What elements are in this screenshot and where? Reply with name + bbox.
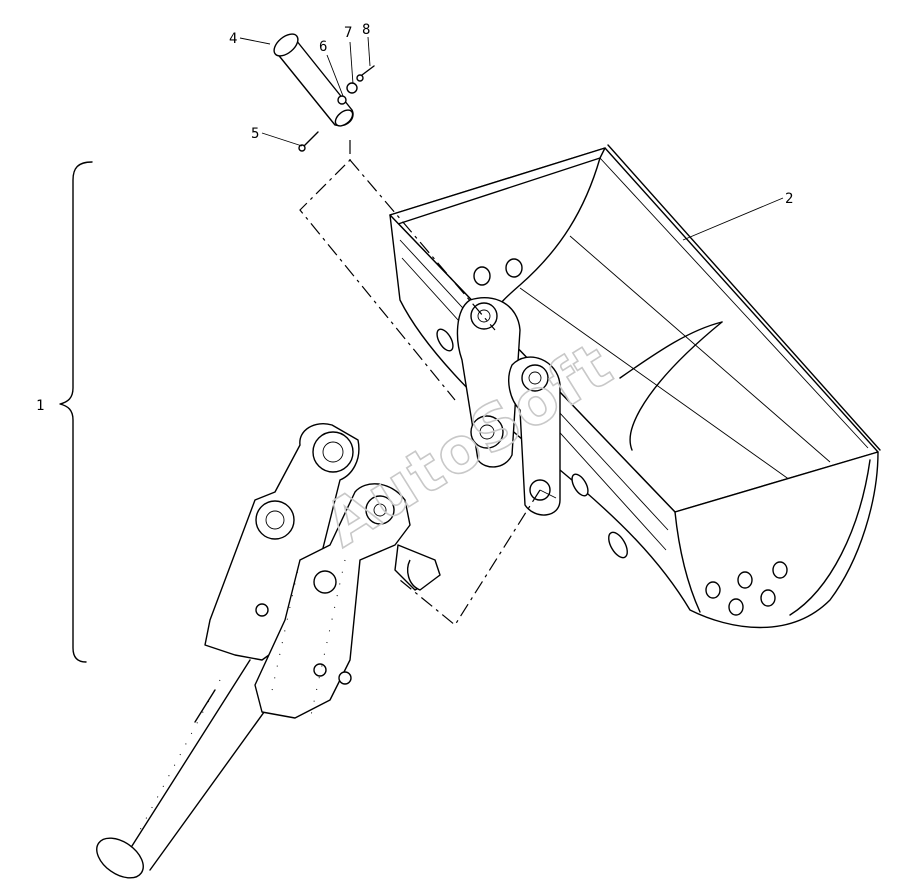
assembly-guide-lines — [299, 140, 541, 626]
assembly-bracket — [59, 161, 93, 663]
callout-7: 7 — [344, 25, 352, 41]
callout-6: 6 — [319, 39, 327, 55]
callout-8: 8 — [362, 22, 370, 38]
callout-4: 4 — [229, 31, 237, 47]
pin-assembly — [239, 33, 784, 241]
bucket — [389, 144, 881, 629]
callout-1: 1 — [36, 398, 44, 414]
callout-2: 2 — [785, 191, 793, 207]
callout-5: 5 — [251, 126, 259, 142]
coupler-assembly — [96, 423, 441, 879]
